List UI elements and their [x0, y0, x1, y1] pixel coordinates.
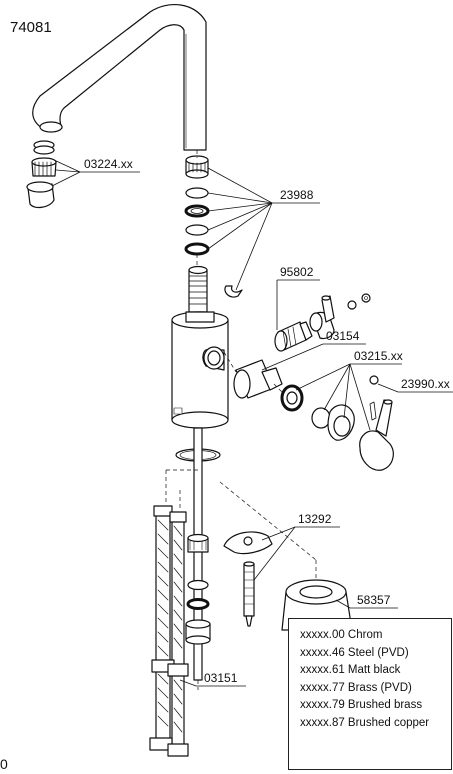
cartridge	[274, 293, 371, 352]
corner-mark: 0	[0, 756, 8, 772]
label-mounting-set: 13292	[298, 512, 332, 526]
handle-kit	[311, 375, 394, 471]
label-hoses: 03151	[204, 671, 238, 685]
label-handle-kit: 03215.xx	[354, 349, 403, 363]
label-cartridge: 95802	[280, 265, 314, 279]
label-body-insert: 03154	[326, 329, 360, 343]
mounting-stud	[175, 427, 221, 681]
legend-row: xxxxx.77 Brass (PVD)	[300, 681, 412, 694]
model-number: 74081	[10, 19, 52, 36]
legend-row: xxxxx.61 Matt black	[300, 664, 401, 677]
label-spout-seals: 23988	[280, 188, 314, 202]
assembly-guides	[165, 150, 317, 690]
legend-row: xxxxx.87 Brushed copper	[300, 716, 430, 729]
flexible-hoses	[149, 505, 189, 757]
body-insert	[233, 359, 304, 412]
aerator-parts	[26, 140, 57, 209]
spout-seals	[184, 155, 210, 256]
label-base-ring: 58357	[357, 593, 391, 607]
tap-body	[171, 311, 229, 429]
spout	[32, 4, 207, 151]
leader-lines	[51, 159, 453, 687]
legend-row: xxxxx.00 Chrom	[300, 629, 383, 641]
label-aerator: 03224.xx	[84, 157, 133, 171]
legend-row: xxxxx.46 Steel (PVD)	[300, 646, 409, 659]
legend-row: xxxxx.79 Brushed brass	[300, 699, 423, 712]
finish-legend: xxxxx.00 Chrom xxxxx.46 Steel (PVD) xxxx…	[288, 618, 452, 770]
label-screw-cap: 23990.xx	[401, 377, 450, 391]
clamp-plate	[223, 531, 273, 627]
threaded-stem	[188, 265, 243, 313]
